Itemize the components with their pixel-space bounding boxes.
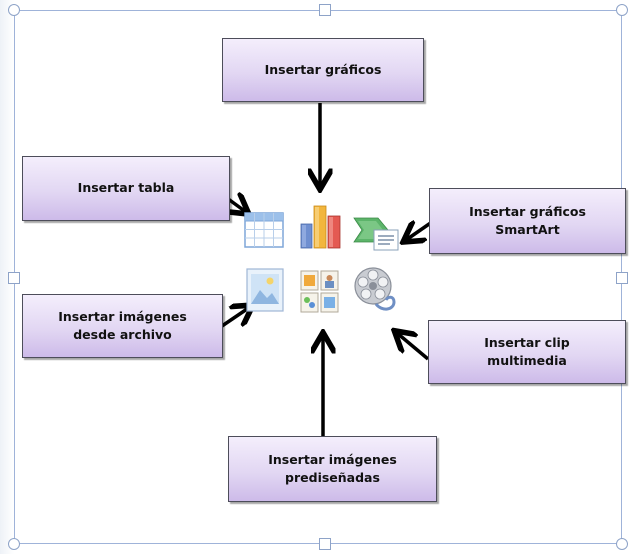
arrow-clip-multimedia — [397, 333, 430, 361]
callout-insertar-imagenes-predisenadas: Insertar imágenes prediseñadas — [228, 436, 437, 502]
callout-insertar-smartart: Insertar gráficos SmartArt — [429, 188, 626, 254]
arrow-smartart — [406, 222, 433, 240]
resize-handle-top-right[interactable] — [616, 4, 628, 16]
table-icon[interactable] — [244, 212, 284, 248]
callout-insertar-clip-multimedia: Insertar clip multimedia — [428, 320, 626, 384]
callout-insertar-tabla-label: Insertar tabla — [77, 180, 175, 196]
callout-insertar-clip-multimedia-label: Insertar clip multimedia — [484, 334, 570, 368]
callout-insertar-imagenes-archivo: Insertar imágenes desde archivo — [22, 294, 223, 358]
picture-icon[interactable] — [246, 268, 284, 312]
callout-insertar-smartart-label: Insertar gráficos SmartArt — [469, 203, 586, 237]
media-clip-icon[interactable] — [352, 266, 398, 314]
arrow-imagenes-archivo — [221, 307, 250, 328]
clip-art-icon[interactable] — [300, 270, 340, 314]
chart-icon[interactable] — [299, 204, 345, 250]
resize-handle-bottom-right[interactable] — [616, 538, 628, 550]
callout-insertar-imagenes-archivo-label: Insertar imágenes desde archivo — [58, 308, 187, 342]
resize-handle-top-left[interactable] — [8, 4, 20, 16]
resize-handle-right[interactable] — [616, 272, 628, 284]
callout-insertar-imagenes-predisenadas-label: Insertar imágenes prediseñadas — [268, 451, 397, 485]
callout-insertar-graficos: Insertar gráficos — [222, 38, 424, 102]
resize-handle-bottom-left[interactable] — [8, 538, 20, 550]
smartart-icon[interactable] — [352, 210, 400, 252]
resize-handle-left[interactable] — [8, 272, 20, 284]
callout-insertar-graficos-label: Insertar gráficos — [264, 61, 382, 77]
left-window-edge — [0, 0, 14, 554]
resize-handle-top[interactable] — [319, 4, 331, 16]
resize-handle-bottom[interactable] — [319, 538, 331, 550]
callout-insertar-tabla: Insertar tabla — [22, 156, 230, 221]
